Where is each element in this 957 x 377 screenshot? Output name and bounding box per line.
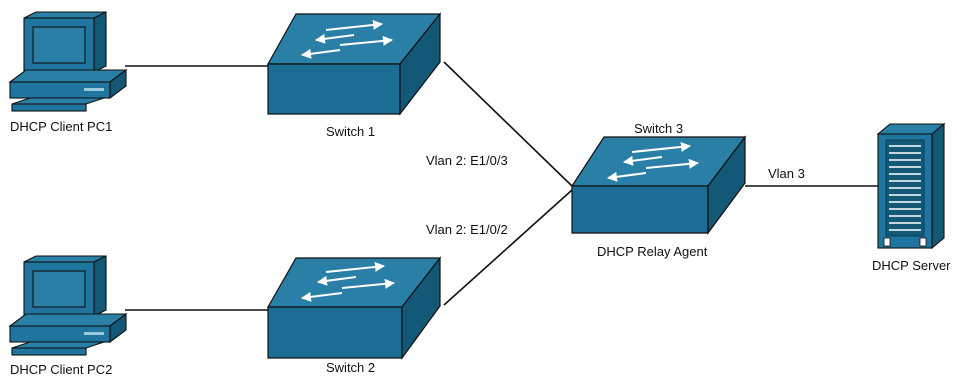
server-label: DHCP Server [872, 258, 951, 273]
dhcp-server-icon [876, 122, 946, 250]
pc2-label: DHCP Client PC2 [10, 362, 113, 377]
relay-agent-label: DHCP Relay Agent [597, 244, 708, 259]
link-label-e102: Vlan 2: E1/0/2 [426, 222, 508, 237]
pc1-computer-icon [8, 11, 128, 112]
pc1-label: DHCP Client PC1 [10, 119, 113, 134]
switch-3-icon [570, 135, 747, 235]
link-label-vlan3: Vlan 3 [768, 166, 805, 181]
link-label-e103: Vlan 2: E1/0/3 [426, 153, 508, 168]
switch3-label: Switch 3 [634, 121, 684, 136]
switch-1-icon [266, 12, 442, 116]
link-switch2-switch3 [443, 189, 573, 306]
pc2-computer-icon [8, 255, 128, 356]
switch1-label: Switch 1 [326, 124, 376, 139]
link-switch1-switch3 [443, 61, 573, 187]
switch-2-icon [266, 256, 442, 360]
switch2-label: Switch 2 [326, 360, 376, 375]
